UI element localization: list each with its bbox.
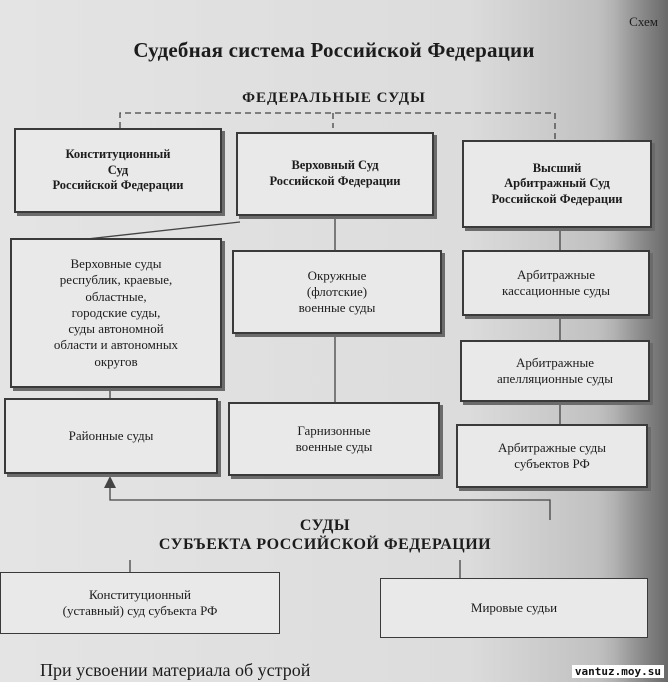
subject-courts-header-line2: СУБЪЕКТА РОССИЙСКОЙ ФЕДЕРАЦИИ xyxy=(158,536,492,554)
corner-text: Схем xyxy=(629,14,658,29)
supreme-arbitration-court-box: Высший Арбитражный Суд Российской Федера… xyxy=(462,140,652,228)
arbitration-cassation-courts-box: Арбитражные кассационные суды xyxy=(462,250,650,316)
federal-courts-header: ФЕДЕРАЛЬНЫЕ СУДЫ xyxy=(242,90,426,106)
supreme-court-box: Верховный Суд Российской Федерации xyxy=(236,132,434,216)
subject-arbitration-courts-box: Арбитражные суды субъектов РФ xyxy=(456,424,648,488)
subject-constitutional-court-box: Конституционный (уставный) суд субъекта … xyxy=(0,572,280,634)
subject-courts-header: СУДЫ СУБЪЕКТА РОССИЙСКОЙ ФЕДЕРАЦИИ xyxy=(95,516,555,554)
body-text-fragment: При усвоении материала об устрой xyxy=(40,660,311,680)
arbitration-appellate-courts-box: Арбитражные апелляционные суды xyxy=(460,340,650,402)
page-title: Судебная система Российской Федерации xyxy=(133,38,535,62)
district-military-courts-box: Окружные (флотские) военные суды xyxy=(232,250,442,334)
subject-courts-header-line1: СУДЫ xyxy=(299,517,351,534)
regional-courts-box: Верховные суды республик, краевые, облас… xyxy=(10,238,222,388)
constitutional-court-box: Конституционный Суд Российской Федерации xyxy=(14,128,222,213)
watermark: vantuz.moy.su xyxy=(571,665,664,678)
district-courts-box: Районные суды xyxy=(4,398,218,474)
magistrate-judges-box: Мировые судьи xyxy=(380,578,648,638)
garrison-military-courts-box: Гарнизонные военные суды xyxy=(228,402,440,476)
